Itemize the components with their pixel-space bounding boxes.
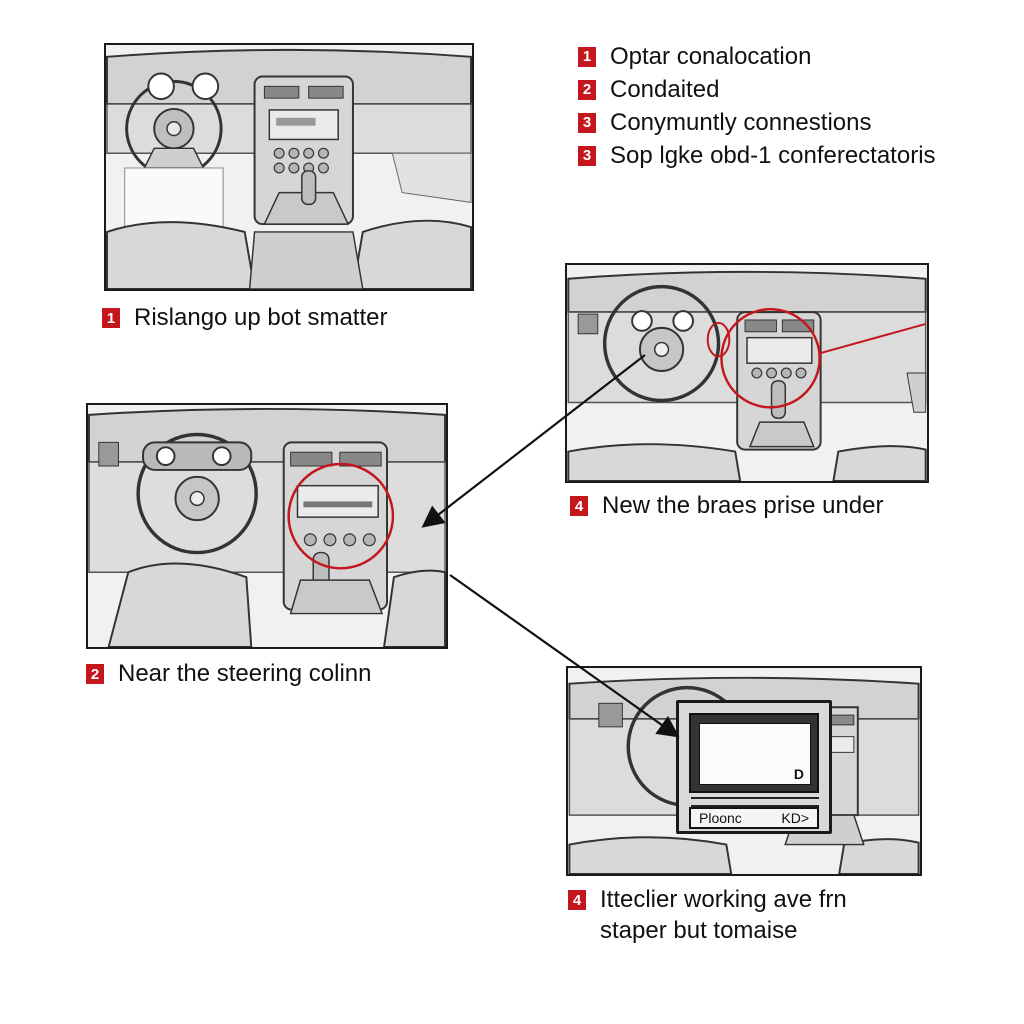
legend-number: 3 <box>578 145 596 166</box>
obd-scanner: D Ploonc KD> <box>676 700 832 834</box>
legend-number: 2 <box>578 79 596 100</box>
dashboard-panel-3 <box>565 263 929 483</box>
caption-number: 4 <box>568 890 586 910</box>
caption-line-1: Itteclier working ave frn <box>600 886 847 913</box>
scanner-label-right: KD> <box>781 810 809 826</box>
legend-number: 3 <box>578 112 596 133</box>
dashboard-illustration <box>567 265 927 481</box>
dashboard-panel-2 <box>86 403 448 649</box>
caption-panel-4: 4 Itteclier working ave frn staper but t… <box>568 884 847 946</box>
dashboard-illustration <box>88 405 446 647</box>
caption-number: 1 <box>102 308 120 328</box>
legend-item: 1 Optar conalocation <box>578 40 936 73</box>
dashboard-illustration <box>106 45 472 289</box>
caption-text: Itteclier working ave frn staper but tom… <box>600 884 847 946</box>
scanner-label-left: Ploonc <box>699 810 742 826</box>
scanner-screen-mark: D <box>793 766 804 782</box>
legend-text: Condaited <box>610 75 720 103</box>
legend: 1 Optar conalocation 2 Condaited 3 Conym… <box>578 40 936 172</box>
dashboard-panel-1 <box>104 43 474 291</box>
legend-text: Conymuntly connestions <box>610 108 872 136</box>
caption-panel-2: 2 Near the steering colinn <box>86 658 371 689</box>
caption-line-2: staper but tomaise <box>600 917 798 944</box>
caption-number: 4 <box>570 496 588 516</box>
scanner-label-bar: Ploonc KD> <box>689 807 819 829</box>
legend-item: 3 Conymuntly connestions <box>578 106 936 139</box>
legend-text: Sop lgke obd-1 conferectatoris <box>610 141 936 169</box>
legend-item: 3 Sop lgke obd-1 conferectatoris <box>578 139 936 172</box>
caption-text: Near the steering colinn <box>118 660 372 687</box>
caption-text: Rislango up bot smatter <box>134 304 388 331</box>
legend-item: 2 Condaited <box>578 73 936 106</box>
legend-text: Optar conalocation <box>610 42 812 70</box>
scanner-grille <box>691 797 819 807</box>
legend-number: 1 <box>578 46 596 67</box>
caption-text: New the braes prise under <box>602 492 884 519</box>
scanner-screen: D <box>699 723 811 785</box>
scanner-screen-frame: D <box>689 713 819 793</box>
caption-panel-3: 4 New the braes prise under <box>570 490 883 521</box>
caption-number: 2 <box>86 664 104 684</box>
caption-panel-1: 1 Rislango up bot smatter <box>102 302 387 333</box>
